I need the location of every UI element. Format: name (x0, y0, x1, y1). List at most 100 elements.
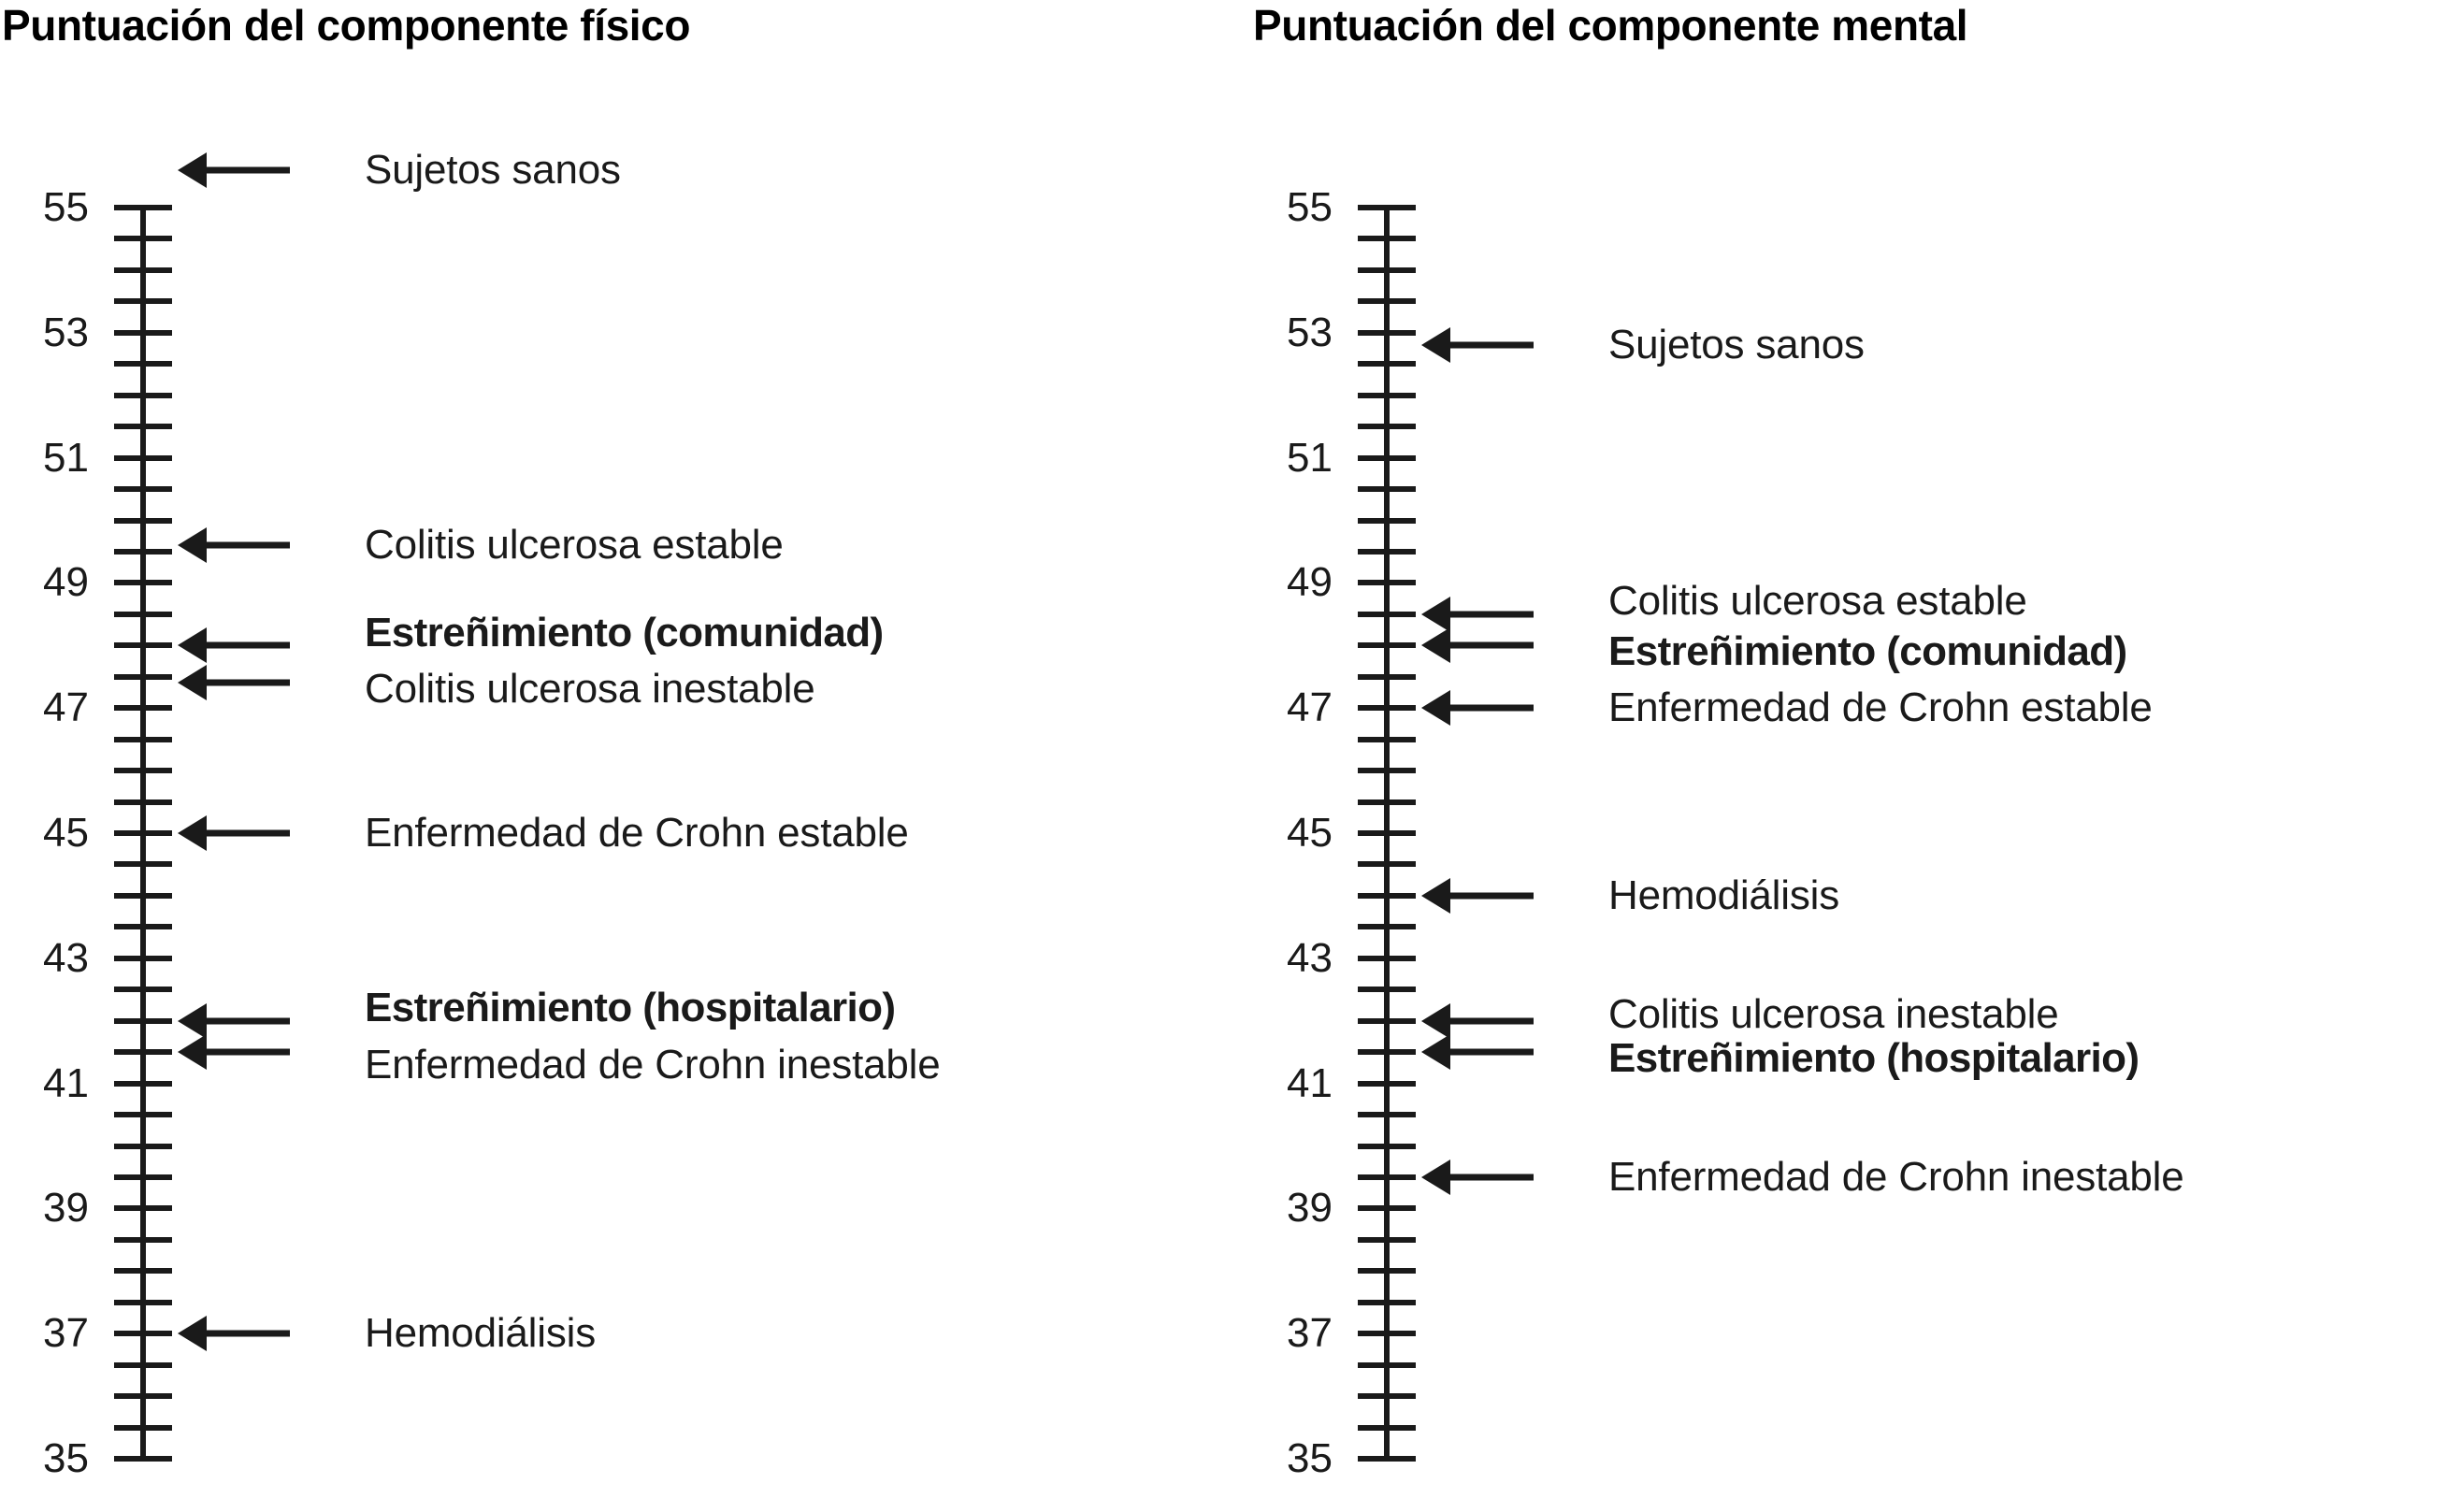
axis-tick (114, 548, 172, 555)
arrow-head-icon (1421, 1159, 1450, 1195)
axis-tick (1358, 1424, 1416, 1431)
arrow-head-icon (178, 1034, 207, 1071)
arrow-shaft (1446, 1017, 1534, 1025)
marker-label: Hemodiálisis (1608, 871, 1840, 918)
axis-tick (1358, 1299, 1416, 1305)
axis-tick (1358, 1331, 1416, 1337)
axis-tick (114, 1205, 172, 1212)
arrow-head-icon (1421, 877, 1450, 914)
axis-tick (1358, 329, 1416, 336)
axis-tick (1358, 705, 1416, 712)
axis-tick (1358, 517, 1416, 524)
axis-tick (1358, 1361, 1416, 1368)
axis-tick (1358, 361, 1416, 367)
axis-tick-label: 37 (1287, 1310, 1333, 1357)
axis-tick-label: 55 (43, 184, 89, 230)
marker-label: Sujetos sanos (365, 146, 621, 193)
axis-tick (1358, 642, 1416, 649)
arrow-shaft (202, 541, 290, 549)
marker-label: Enfermedad de Crohn estable (365, 810, 909, 856)
axis-tick-label: 43 (43, 934, 89, 981)
axis-tick-label: 35 (1287, 1435, 1333, 1481)
axis-tick (114, 1331, 172, 1337)
axis-tick (1358, 830, 1416, 836)
axis-tick-label: 53 (43, 309, 89, 355)
axis-tick (1358, 861, 1416, 868)
axis-tick (1358, 1456, 1416, 1462)
axis-tick-label: 47 (1287, 684, 1333, 731)
axis-tick (1358, 987, 1416, 993)
axis-tick (114, 892, 172, 899)
axis-tick (114, 611, 172, 617)
axis-tick (114, 1049, 172, 1056)
panel-physical-component: Puntuación del componente físico 55 53 51 4… (0, 0, 1216, 1498)
axis-tick (1358, 611, 1416, 617)
axis-tick (114, 392, 172, 398)
axis-tick (114, 329, 172, 336)
arrow-shaft (1446, 1048, 1534, 1056)
axis-tick (1358, 424, 1416, 430)
axis-tick (1358, 486, 1416, 493)
axis-tick (1358, 1236, 1416, 1243)
arrow-shaft (1446, 704, 1534, 712)
arrow-shaft (202, 679, 290, 686)
axis-tick-label: 39 (1287, 1185, 1333, 1232)
marker-label: Colitis ulcerosa inestable (365, 666, 815, 713)
axis-tick (114, 1299, 172, 1305)
axis-tick (114, 1112, 172, 1118)
axis-tick-label: 49 (1287, 559, 1333, 606)
axis-tick (1358, 1174, 1416, 1180)
arrow-shaft (202, 1330, 290, 1337)
axis-tick (1358, 1393, 1416, 1400)
axis-tick (114, 1393, 172, 1400)
axis-tick (114, 236, 172, 242)
axis-tick (1358, 1017, 1416, 1024)
axis-tick-label: 41 (1287, 1059, 1333, 1106)
axis-tick (1358, 1049, 1416, 1056)
axis-tick-label: 37 (43, 1310, 89, 1357)
axis-tick (1358, 236, 1416, 242)
axis-tick-label: 45 (1287, 810, 1333, 856)
axis-tick (114, 1456, 172, 1462)
arrow-shaft (202, 641, 290, 649)
arrow-head-icon (178, 815, 207, 851)
axis-tick (114, 1017, 172, 1024)
axis-tick (1358, 266, 1416, 273)
arrow-head-icon (178, 665, 207, 701)
axis-tick (1358, 580, 1416, 586)
axis-tick-label: 39 (43, 1185, 89, 1232)
arrow-shaft (202, 166, 290, 174)
arrow-shaft (202, 1048, 290, 1056)
axis-tick (1358, 955, 1416, 961)
arrow-head-icon (178, 1316, 207, 1352)
axis-tick (114, 266, 172, 273)
axis-tick (114, 768, 172, 774)
axis-tick (114, 673, 172, 680)
axis-tick (1358, 1080, 1416, 1087)
axis-tick (1358, 799, 1416, 805)
panel-title-physical: Puntuación del componente físico (2, 1, 691, 50)
axis-tick (114, 924, 172, 930)
axis-tick (1358, 454, 1416, 461)
marker-label: Colitis ulcerosa estable (365, 522, 784, 569)
axis-tick (114, 1424, 172, 1431)
axis-tick (114, 861, 172, 868)
axis-tick (1358, 924, 1416, 930)
axis-tick (114, 486, 172, 493)
axis-tick (114, 580, 172, 586)
marker-label: Estreñimiento (hospitalario) (365, 985, 896, 1031)
axis-tick (1358, 673, 1416, 680)
axis-tick (114, 424, 172, 430)
axis-tick (1358, 1112, 1416, 1118)
axis-tick (1358, 768, 1416, 774)
arrow-head-icon (1421, 596, 1450, 632)
axis-tick (1358, 1268, 1416, 1275)
axis-tick-label: 53 (1287, 309, 1333, 355)
axis-tick (114, 705, 172, 712)
axis-tick (114, 1236, 172, 1243)
marker-label: Colitis ulcerosa estable (1608, 578, 2027, 625)
marker-label: Estreñimiento (hospitalario) (1608, 1034, 2140, 1081)
axis-tick-label: 51 (43, 434, 89, 481)
arrow-head-icon (178, 627, 207, 664)
